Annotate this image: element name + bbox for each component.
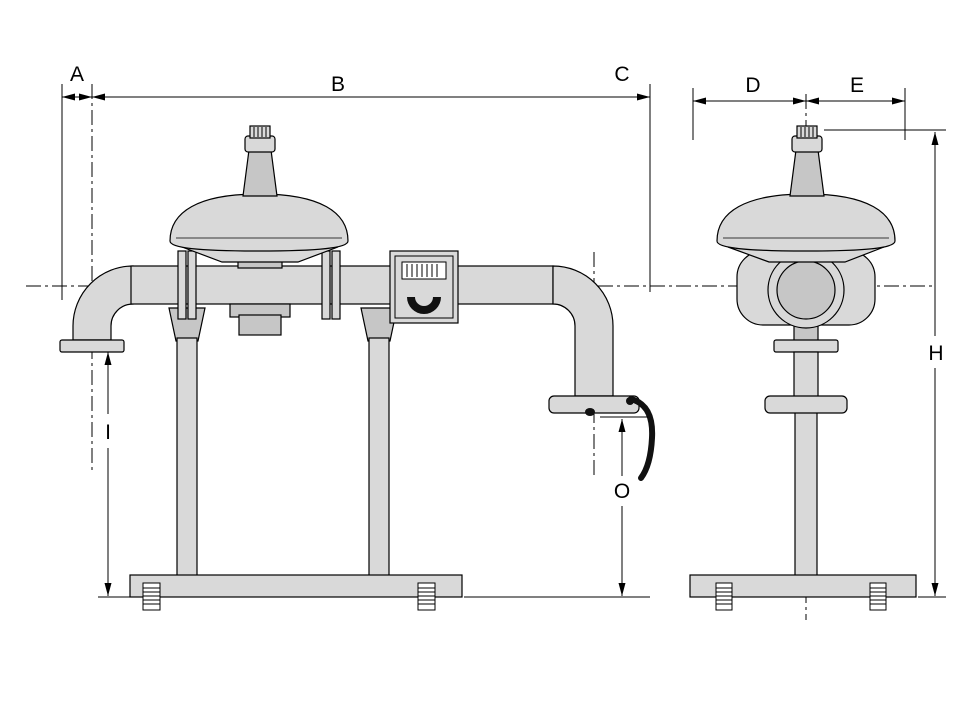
support-post-left: [176, 337, 198, 578]
base-plate: [129, 574, 463, 598]
side-support-post: [794, 409, 818, 578]
regulator-stem: [242, 149, 278, 197]
side-flange-upper: [773, 339, 839, 353]
support-bracket-left: [168, 307, 206, 342]
adjustment-knob: [249, 125, 271, 139]
leveling-foot-left: [142, 582, 161, 611]
dim-label-c: C: [614, 63, 629, 86]
side-dome: [716, 193, 896, 252]
support-bracket-right: [360, 307, 398, 342]
valve-bolt: [585, 408, 595, 416]
meter-dial: [407, 297, 441, 314]
side-view: [689, 125, 917, 611]
support-post-right: [368, 337, 390, 578]
dim-label-o: O: [614, 480, 630, 503]
inlet-flange: [59, 339, 125, 353]
inlet-elbow: [72, 265, 134, 341]
outlet-elbow: [552, 265, 614, 397]
dim-label-a: A: [70, 63, 84, 86]
regulator-lower-body: [238, 314, 282, 336]
dim-label-h: H: [928, 342, 943, 365]
dim-label-e: E: [850, 74, 864, 97]
valve-lever: [628, 396, 656, 481]
side-stem: [789, 149, 825, 197]
side-flange-lower: [764, 395, 848, 414]
side-bore-inner: [776, 260, 836, 320]
side-pipe: [793, 351, 819, 399]
dim-label-d: D: [745, 74, 760, 97]
regulator-dome: [169, 193, 349, 252]
meter-box: [389, 250, 459, 324]
side-adjustment-knob: [796, 125, 818, 139]
side-foot-left: [715, 582, 733, 611]
main-pipe: [130, 265, 554, 305]
leveling-foot-right: [417, 582, 436, 611]
side-foot-right: [869, 582, 887, 611]
side-base-plate: [689, 574, 917, 598]
dim-label-i: I: [105, 421, 111, 444]
front-view: [59, 125, 656, 611]
dimensions: A B C D E I O H: [61, 63, 946, 598]
meter-display: [401, 261, 447, 280]
dim-label-b: B: [331, 73, 345, 96]
